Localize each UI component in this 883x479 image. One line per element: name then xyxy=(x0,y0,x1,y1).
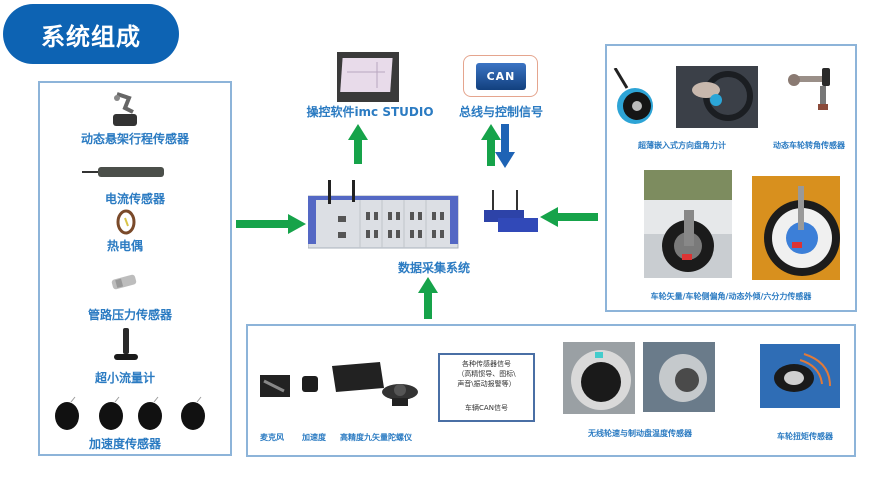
wheel-angle-sensor-icon xyxy=(788,68,830,110)
arrow-up-green-daq xyxy=(418,277,438,319)
signal-line-3: 声音\振动报警等） xyxy=(457,380,516,388)
arrow-up-green-bus xyxy=(481,124,501,166)
suspension-travel-sensor-icon xyxy=(113,92,137,126)
steering-wheel-photo xyxy=(676,66,758,128)
arrow-right-green xyxy=(236,214,306,234)
signal-line-4: 车辆CAN信号 xyxy=(465,404,508,412)
label-wheel-vector: 车轮矢量/车轮侧偏角/动态外倾/六分力传感器 xyxy=(650,292,812,301)
label-wheel-speed-temp: 无线轮速与制动盘温度传感器 xyxy=(588,429,692,438)
label-accelerometer: 加速度传感器 xyxy=(88,437,161,451)
label-daq-system: 数据采集系统 xyxy=(397,261,470,275)
label-steering-torque: 超薄嵌入式方向盘角力计 xyxy=(638,141,726,150)
label-pressure-sensor: 管路压力传感器 xyxy=(87,308,172,322)
gyroscope-photo xyxy=(332,362,418,406)
pressure-sensor-icon xyxy=(111,274,137,290)
arrow-down-blue-bus xyxy=(495,124,515,168)
signal-info-box: 各种传感器信号 （高精惯导、图标\ 声音\振动报警等） 车辆CAN信号 xyxy=(438,353,535,422)
brake-disc-photo xyxy=(643,342,715,412)
accel-cube-icon xyxy=(302,376,318,392)
section-title: 系统组成 xyxy=(3,4,179,64)
label-current-sensor: 电流传感器 xyxy=(104,192,165,206)
label-imc-studio: 操控软件imc STUDIO xyxy=(306,105,434,119)
label-suspension-sensor: 动态悬架行程传感器 xyxy=(80,132,189,146)
wheel-vector-photo xyxy=(644,170,732,278)
wireless-module-icon xyxy=(484,190,538,232)
arrow-left-green xyxy=(540,207,598,227)
label-bus-control: 总线与控制信号 xyxy=(458,105,543,119)
signal-line-1: 各种传感器信号 xyxy=(462,360,511,368)
signal-line-2: （高精惯导、图标\ xyxy=(457,370,516,378)
can-logo: CAN xyxy=(476,63,526,90)
can-logo-frame: CAN xyxy=(463,55,538,97)
label-acceleration: 加速度 xyxy=(302,433,326,442)
label-wheel-torque: 车轮扭矩传感器 xyxy=(777,432,833,441)
label-wheel-angle: 动态车轮转角传感器 xyxy=(773,141,845,150)
left-sensor-panel xyxy=(38,81,232,456)
current-clamp-icon xyxy=(82,167,164,177)
label-gyroscope: 高精度九矢量陀螺仪 xyxy=(340,433,412,442)
label-thermocouple: 热电偶 xyxy=(106,239,143,253)
wheel-force-photo xyxy=(752,176,840,280)
arrow-up-green xyxy=(348,124,368,164)
accelerometer-icon xyxy=(55,396,205,430)
laptop-screen-icon xyxy=(337,52,399,102)
daq-rack-icon xyxy=(308,180,459,249)
section-title-text: 系统组成 xyxy=(41,22,141,51)
flow-meter-icon xyxy=(114,328,138,360)
thermocouple-icon xyxy=(116,209,136,235)
wheel-speed-sensor-photo xyxy=(563,342,635,414)
label-microphone: 麦克风 xyxy=(260,433,284,442)
steering-torque-sensor-icon xyxy=(613,68,653,124)
label-flow-meter: 超小流量计 xyxy=(94,371,155,385)
microphone-photo xyxy=(260,375,290,397)
wheel-torque-photo xyxy=(760,344,840,408)
